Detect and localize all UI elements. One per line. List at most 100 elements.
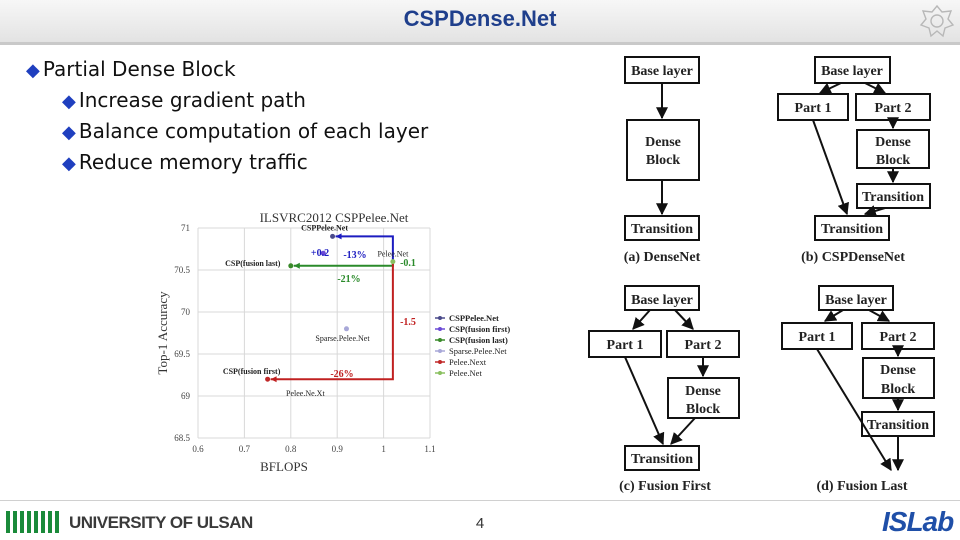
data-point [330,233,336,239]
legend-marker [438,371,442,375]
bullet-text: Partial Dense Block [42,57,236,81]
dense-label: Dense [685,384,721,399]
bullet-text: Increase gradient path [78,88,306,112]
x-tick-label: 0.6 [192,444,204,454]
y-tick-label: 69 [181,391,191,401]
slide-title: CSPDense.Net [403,6,557,31]
base-layer-label: Base layer [821,64,883,79]
transition-label: Transition [631,222,693,237]
x-tick-label: 1.1 [424,444,435,454]
block-label: Block [876,153,910,168]
caption-c: (c) Fusion First [619,479,711,494]
header-divider [0,42,960,45]
footer-divider [0,500,960,501]
part2-label: Part 2 [685,338,722,353]
data-point [288,263,294,269]
lab-logo: ISLab [882,506,954,537]
data-point [265,376,271,382]
diamond-bullet-icon: ◆ [26,60,40,81]
annotation-label: +0.2 [311,248,329,259]
part1-label: Part 1 [799,330,836,345]
caption-a: (a) DenseNet [624,250,701,265]
university-emblem-icon [919,4,955,38]
transition-label: Transition [821,222,883,237]
legend-marker [438,327,442,331]
relation-arrow [293,261,394,267]
bullet-text: Balance computation of each layer [78,119,429,143]
y-tick-label: 69.5 [174,349,190,359]
legend-marker [438,349,442,353]
annotation-label: -21% [337,274,360,285]
legend-marker [438,316,442,320]
legend-marker [438,360,442,364]
x-axis-label: BFLOPS [260,459,308,474]
transition-label: Transition [631,452,693,467]
part2-label: Part 2 [875,101,912,116]
arrow-head [293,262,300,269]
block-label: Block [686,402,720,417]
base-layer-label: Base layer [825,293,887,308]
x-tick-label: 0.7 [239,444,251,454]
transition-label: Transition [867,418,929,433]
dense-label: Dense [875,135,911,150]
point-label: Pelee.Ne.Xt [286,389,325,398]
legend-entry: CSP(fusion first) [449,324,510,334]
x-tick-label: 1 [381,444,386,454]
y-tick-label: 70 [181,307,191,317]
data-point [320,250,326,256]
bullet-gradient-path: ◆Increase gradient path [62,88,306,112]
dense-label: Dense [645,135,681,150]
y-tick-label: 71 [181,223,190,233]
page-number: 4 [475,515,485,532]
point-label: Sparse.Pelee.Net [315,334,370,343]
diagram-canvas: Base layer Dense Block Transition (a) De… [588,56,935,494]
accuracy-vs-bflops-chart: ILSVRC2012 CSPPelee.Net 0.6 0.7 0.8 0.9 1 1.1 6… [150,208,530,483]
annotation-label: -26% [330,369,353,380]
legend-entry: CSPPelee.Net [449,313,499,323]
point-label: CSPPelee.Net [301,223,348,232]
relation-arrow [270,261,394,381]
part2-label: Part 2 [880,330,917,345]
annotation-label: -0.1 [400,258,416,269]
architecture-diagrams: Base layer Dense Block Transition (a) De… [585,50,960,500]
caption-b: (b) CSPDenseNet [801,250,905,265]
bullet-partial-dense-block: ◆Partial Dense Block [26,57,236,81]
transition-label: Transition [862,190,924,205]
diamond-bullet-icon: ◆ [62,91,76,112]
relation-arrow [335,235,394,262]
base-layer-label: Base layer [631,293,693,308]
data-point [343,326,349,332]
annotation-label: -1.5 [400,317,416,328]
legend-marker [438,338,442,342]
university-logo-icon [6,511,59,533]
y-axis-label: Top-1 Accuracy [155,291,170,375]
annotation-label: -13% [343,250,366,261]
university-name: UNIVERSITY OF ULSAN [69,513,253,532]
legend-entry: Pelee.Net [449,368,482,378]
x-tick-label: 0.8 [285,444,297,454]
data-point [390,259,396,265]
base-layer-label: Base layer [631,64,693,79]
legend-entry: CSP(fusion last) [449,335,508,345]
block-label: Block [646,153,680,168]
point-label: CSP(fusion last) [225,259,281,268]
slide-header [0,0,960,44]
caption-d: (d) Fusion Last [816,479,907,494]
y-tick-label: 68.5 [174,433,190,443]
chart-canvas: ILSVRC2012 CSPPelee.Net 0.6 0.7 0.8 0.9 1 1.1 6… [155,210,510,474]
part1-label: Part 1 [795,101,832,116]
x-tick-label: 0.9 [332,444,344,454]
arrow-head [270,376,277,383]
diamond-bullet-icon: ◆ [62,153,76,174]
y-tick-label: 70.5 [174,265,190,275]
point-label: CSP(fusion first) [223,367,281,376]
legend-entry: Sparse.Pelee.Net [449,346,507,356]
legend-entry: Pelee.Next [449,357,487,367]
part1-label: Part 1 [607,338,644,353]
bullet-balance-computation: ◆Balance computation of each layer [62,119,428,143]
point-label: Pelee.Net [377,250,409,259]
arrow-head [335,233,342,240]
block-label: Block [881,382,915,397]
diamond-bullet-icon: ◆ [62,122,76,143]
chart-title: ILSVRC2012 CSPPelee.Net [260,210,409,225]
